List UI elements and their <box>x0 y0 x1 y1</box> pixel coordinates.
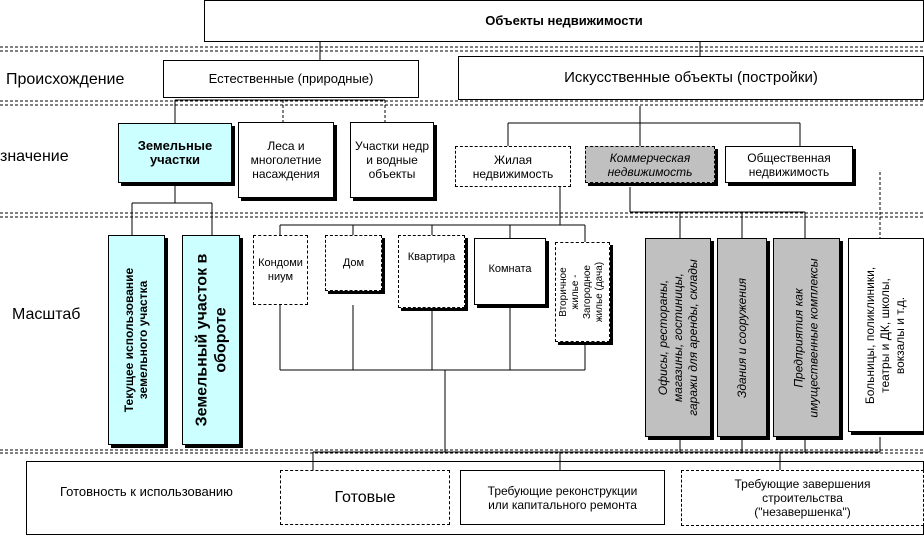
scale-enterprises-line-1: Предприятия как <box>791 287 806 388</box>
scale-land-current-line-2: земельного участка <box>136 280 151 400</box>
scale-land-current-line-1: Текущее использование <box>122 267 137 413</box>
origin-artificial-box: Искусственные объекты (постройки) <box>458 56 924 100</box>
scale-buildings-label: Здания и сооружения <box>735 277 750 398</box>
readiness-unfinished-line-2: строительства <box>762 491 843 505</box>
scale-secondary-line-3: Загородное <box>582 265 594 319</box>
scale-room-box: Комната <box>474 238 546 305</box>
readiness-reconstruction-line-2: или капитального ремонта <box>488 497 637 512</box>
scale-land-market-line-1: Земельный участок в <box>193 253 211 427</box>
scale-offices-line-3: гаражи для аренды, склады <box>685 259 700 416</box>
scale-social-line-3: вокзалы и т.д. <box>893 296 908 374</box>
row-label-purpose: значение <box>0 148 69 165</box>
purpose-forest-box: Леса и многолетние насаждения <box>238 122 334 198</box>
purpose-commercial-box: Коммерческая недвижимость <box>585 146 715 183</box>
readiness-reconstruction-line-1: Требующие реконструкции <box>487 483 638 498</box>
scale-offices-line-1: Офисы, рестораны, <box>655 279 670 396</box>
scale-secondary-line-1: Вторичное <box>558 267 570 317</box>
scale-house-box: Дом <box>325 235 382 291</box>
scale-offices-line-2: магазины, гостиницы, <box>670 273 685 402</box>
readiness-unfinished-line-1: Требующие завершения <box>734 477 871 491</box>
purpose-public-box: Общественная недвижимость <box>725 146 853 183</box>
readiness-ready-box: Готовые <box>280 470 450 525</box>
readiness-unfinished-line-3: ("незавершенка") <box>754 505 851 519</box>
origin-natural-box: Естественные (природные) <box>163 60 419 98</box>
purpose-land-box: Земельные участки <box>118 123 232 183</box>
scale-land-market-line-2: обороте <box>212 307 230 373</box>
row-label-readiness: Готовность к использованию <box>60 484 233 499</box>
scale-apartment-box: Квартира <box>398 235 465 308</box>
scale-enterprises-line-2: имущественные комплексы <box>806 257 821 418</box>
diagram-title: Объекты недвижимости <box>204 0 924 42</box>
scale-buildings-box: Здания и сооружения <box>717 238 767 437</box>
scale-social-box: Больницы, поликлиники,театры и ДК, школы… <box>848 238 924 432</box>
scale-secondary-line-4: жилье (дача) <box>594 261 606 323</box>
row-label-origin: Происхождение <box>6 71 125 88</box>
scale-condo-box: Кондоминиум <box>253 235 308 305</box>
scale-offices-box: Офисы, рестораны,магазины, гостиницы,гар… <box>645 238 711 437</box>
scale-social-line-1: Больницы, поликлиники, <box>863 266 878 404</box>
scale-social-line-2: театры и ДК, школы, <box>878 277 893 393</box>
purpose-subsoil-box: Участки недр и водные объекты <box>350 122 434 198</box>
scale-secondary-line-2: жилье - <box>570 274 582 310</box>
row-label-scale: Масштаб <box>12 306 81 323</box>
purpose-residential-box: Жилая недвижимость <box>455 146 571 187</box>
